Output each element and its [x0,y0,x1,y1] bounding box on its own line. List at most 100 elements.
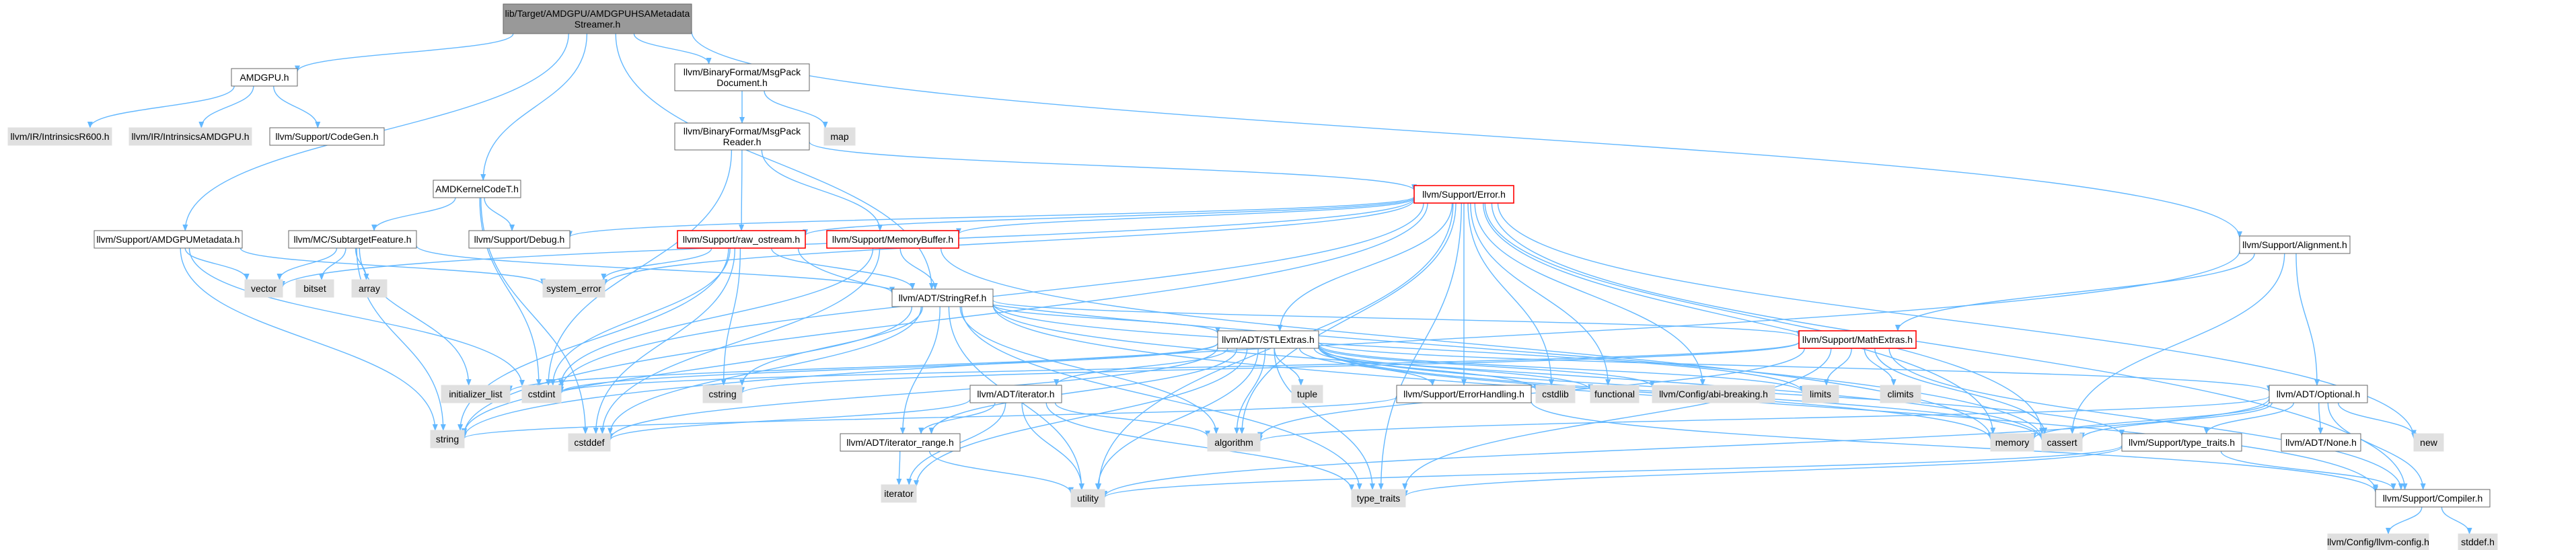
node-optional[interactable]: llvm/ADT/Optional.h [2269,385,2368,403]
edge-stlextras-to-utility [1095,348,1259,490]
node-mathextras[interactable]: llvm/Support/MathExtras.h [1798,330,1917,349]
node-label: llvm/Config/abi-breaking.h [1659,389,1768,399]
edge-stlextras-to-cstdlib [1313,348,1539,391]
node-box [1413,185,1514,204]
node-amdkernelcodet[interactable]: AMDKernelCodeT.h [433,180,521,198]
node-stlextras[interactable]: llvm/ADT/STLExtras.h [1217,330,1319,349]
node-debug-h[interactable]: llvm/Support/Debug.h [468,230,571,249]
edge-amdkernelcodet-to-cstdint [479,197,542,386]
node-label: limits [1810,389,1831,399]
node-subtargetfeature[interactable]: llvm/MC/SubtargetFeature.h [288,230,417,249]
edge-support_type_traits-to-type_traits [1403,446,2123,498]
edge-optional-to-algorithm [1257,395,2270,442]
node-memorybuffer[interactable]: llvm/Support/MemoryBuffer.h [826,230,959,249]
node-label: llvm/BinaryFormat/MsgPack [684,67,801,77]
edge-stlextras-to-type_traits [1274,348,1375,490]
node-label: stddef.h [2461,537,2495,547]
node-iterator: iterator [881,484,917,503]
node-box [2458,533,2498,550]
node-label: llvm/Support/type_traits.h [2129,437,2235,448]
node-box [1990,433,2034,452]
node-compiler[interactable]: llvm/Support/Compiler.h [2375,489,2491,508]
node-box [441,385,511,403]
edge-stringref-to-string [462,306,913,435]
node-iterator-h[interactable]: llvm/ADT/iterator.h [969,385,1062,403]
node-label: cstdlib [1542,389,1569,399]
node-raw-ostream[interactable]: llvm/Support/raw_ostream.h [677,230,806,249]
edge-amdgpumetadata-to-vector [184,247,250,280]
node-label: cstddef [574,437,604,448]
edge-raw_ostream-to-system_error [601,247,712,280]
node-box [433,180,521,198]
node-algorithm: algorithm [1207,433,1261,452]
node-box [2269,385,2368,403]
node-box [7,127,112,146]
node-box [823,127,856,146]
node-box [2413,433,2444,452]
node-label: llvm/ADT/STLExtras.h [1222,334,1315,345]
node-utility: utility [1070,489,1105,508]
edge-amdgpumetadata-to-system_error [240,247,546,286]
edge-optional-to-memory [2031,401,2270,440]
edge-raw_ostream-to-cstring [721,247,741,386]
node-box [840,433,961,452]
node-stddef: stddef.h [2458,533,2498,550]
node-box [1207,433,1261,452]
node-amdgpu-h[interactable]: AMDGPU.h [231,68,298,87]
node-box [1652,385,1775,403]
edge-error_h-to-algorithm [1239,202,1457,434]
node-label: Reader.h [723,136,762,147]
node-alignment[interactable]: llvm/Support/Alignment.h [2239,235,2351,254]
node-box [1590,385,1640,403]
node-box [128,127,252,146]
edge-alignment-to-string [462,250,2240,438]
edge-compiler-to-stddef [2441,506,2472,535]
edge-stringref-to-iterator_range [899,306,941,434]
edge-iterator_range-to-utility [929,450,1074,494]
node-label: llvm/Support/Error.h [1422,189,1506,200]
node-box [2121,433,2242,452]
node-box [674,122,810,151]
node-label: lib/Target/AMDGPU/AMDGPUHSAMetadata [505,8,690,19]
node-box [1217,330,1319,349]
edge-iterator_h-to-iterator_range [918,402,996,434]
node-label: llvm/Support/CodeGen.h [275,131,378,142]
edge-amdgpu_h-to-ir_amdgpu [198,85,254,128]
node-codegen[interactable]: llvm/Support/CodeGen.h [269,127,385,146]
node-box [542,279,605,298]
node-stringref[interactable]: llvm/ADT/StringRef.h [891,288,994,307]
node-amdgpumetadata[interactable]: llvm/Support/AMDGPUMetadata.h [94,230,243,249]
node-box [269,127,385,146]
node-support-type-traits[interactable]: llvm/Support/type_traits.h [2121,433,2242,452]
node-box [430,430,465,448]
node-root[interactable]: lib/Target/AMDGPU/AMDGPUHSAMetadataStrea… [503,3,692,34]
node-box [1291,385,1323,403]
node-label: functional [1594,389,1635,399]
node-iterator-range[interactable]: llvm/ADT/iterator_range.h [840,433,961,452]
node-label: llvm/Support/MemoryBuffer.h [832,234,953,245]
node-none-h[interactable]: llvm/ADT/None.h [2281,433,2361,452]
edge-alignment-to-optional [2295,253,2320,386]
edge-error_h-to-abi_breaking [1474,202,1705,386]
edge-memorybuffer-to-cstddef [599,247,881,434]
node-error-h[interactable]: llvm/Support/Error.h [1413,185,1514,204]
edge-stlextras-to-optional [1318,342,2272,393]
edge-root-to-alignment [691,31,2242,239]
edge-errorhandling-to-string [462,396,1397,439]
edge-support_type_traits-to-utility [1102,444,2123,498]
node-label: AMDGPU.h [240,72,289,83]
node-label: bitset [303,283,326,294]
edge-amdgpu_h-to-codegen [273,85,321,128]
node-label: llvm/IR/IntrinsicsR600.h [10,131,109,142]
edge-error_h-to-functional [1470,202,1611,386]
node-errorhandling[interactable]: llvm/Support/ErrorHandling.h [1396,385,1532,403]
edge-alignment-to-cassert [2069,253,2285,434]
node-label: llvm/ADT/Optional.h [2277,389,2360,399]
node-box [2239,235,2351,254]
node-box [503,3,692,34]
edge-amdgpumetadata-to-string [180,247,438,431]
node-label: llvm/MC/SubtargetFeature.h [293,234,411,245]
node-label: vector [251,283,277,294]
